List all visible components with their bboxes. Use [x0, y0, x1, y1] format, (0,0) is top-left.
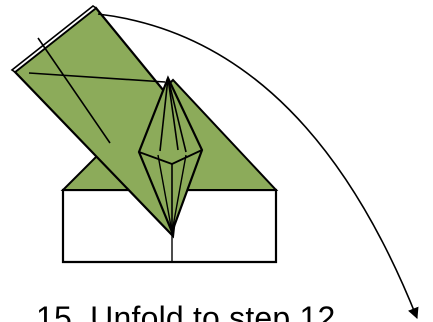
step-caption: 15. Unfold to step 12. — [36, 300, 345, 322]
